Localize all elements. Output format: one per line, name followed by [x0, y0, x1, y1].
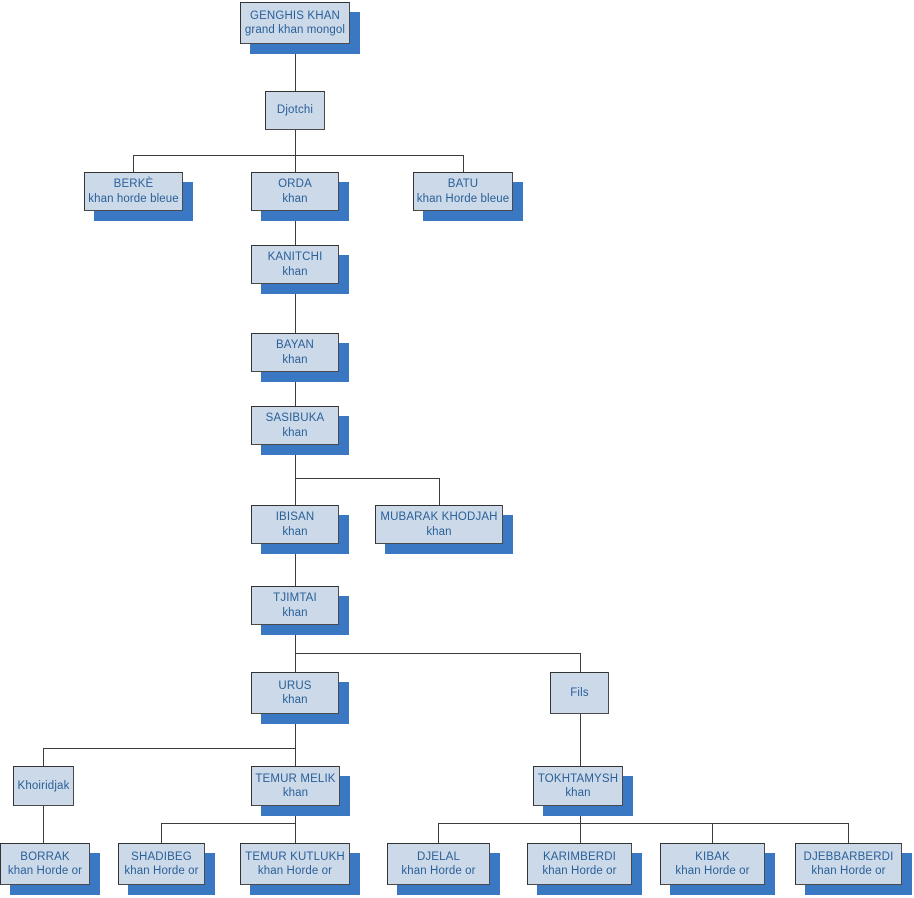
node-subtitle: khan Horde or — [542, 865, 617, 877]
node-genghis-khan[interactable]: GENGHIS KHAN grand khan mongol — [240, 2, 350, 44]
node-title: TOKHTAMYSH — [537, 772, 619, 785]
node-subtitle: khan — [282, 192, 308, 205]
node-title: KANITCHI — [267, 251, 323, 264]
node-subtitle: khan Horde or — [675, 865, 750, 877]
node-tokhtamysh[interactable]: TOKHTAMYSH khan — [533, 766, 623, 806]
node-title: MUBARAK KHODJAH — [380, 511, 498, 524]
node-shadibeg[interactable]: SHADIBEG khan Horde or — [118, 843, 205, 885]
node-title: DJEBBARBERDI — [803, 850, 894, 863]
node-djelal[interactable]: DJELAL khan Horde or — [387, 843, 490, 885]
node-subtitle: khan — [282, 694, 308, 706]
connector-to-temur-melik — [295, 748, 296, 766]
node-subtitle: khan — [426, 525, 452, 538]
node-subtitle: khan Horde or — [257, 865, 333, 877]
connector-tjimtai-children-bar — [295, 653, 580, 654]
node-title: ORDA — [278, 178, 312, 191]
connector-to-ibisan — [295, 478, 296, 505]
node-subtitle: khan horde bleue — [88, 192, 179, 205]
node-temur-melik[interactable]: TEMUR MELIK khan — [251, 766, 340, 806]
node-title: TEMUR KUTLUKH — [245, 850, 345, 863]
connector-sasibuka-down — [295, 445, 296, 478]
connector-urus-down — [295, 714, 296, 748]
node-subtitle: khan Horde bleue — [416, 192, 510, 205]
connector-to-orda — [295, 155, 296, 172]
node-title: DJELAL — [416, 850, 461, 863]
node-title: Djotchi — [276, 104, 314, 117]
node-title: IBISAN — [275, 511, 315, 524]
connector-genghis-to-djotchi — [295, 44, 296, 91]
connector-ibisan-to-tjimtai — [295, 544, 296, 586]
connector-kanitchi-to-bayan — [295, 284, 296, 333]
node-subtitle: khan — [282, 606, 308, 619]
node-temur-kutlukh[interactable]: TEMUR KUTLUKH khan Horde or — [240, 843, 350, 885]
node-title: SHADIBEG — [131, 850, 192, 863]
node-subtitle: khan — [282, 426, 308, 439]
connector-to-batu — [463, 155, 464, 172]
node-urus[interactable]: URUS khan — [251, 672, 339, 714]
node-fils[interactable]: Fils — [550, 672, 609, 714]
connector-tokhtamysh-children-bar — [438, 823, 849, 824]
node-title: TJIMTAI — [273, 592, 317, 605]
node-title: BATU — [447, 178, 479, 191]
node-kibak[interactable]: KIBAK khan Horde or — [660, 843, 765, 885]
node-title: GENGHIS KHAN — [250, 9, 340, 22]
node-djotchi[interactable]: Djotchi — [265, 91, 325, 130]
node-title: BORRAK — [20, 850, 70, 863]
node-subtitle: khan — [282, 353, 308, 366]
node-subtitle: khan — [565, 787, 591, 799]
node-borrak[interactable]: BORRAK khan Horde or — [0, 843, 90, 885]
node-title: Fils — [570, 686, 589, 699]
node-title: BERKÈ — [113, 178, 154, 191]
node-subtitle: khan — [282, 525, 308, 538]
node-subtitle: khan — [282, 265, 308, 278]
connector-urus-children-bar — [43, 748, 295, 749]
node-subtitle: khan Horde or — [811, 865, 886, 877]
node-subtitle: khan Horde or — [7, 865, 83, 877]
connector-sasibuka-children-bar — [295, 478, 439, 479]
connector-bayan-to-sasibuka — [295, 372, 296, 406]
connector-to-khoiridjak — [43, 748, 44, 766]
connector-tjimtai-down — [295, 625, 296, 653]
connector-to-djelal — [438, 823, 439, 843]
node-title: KARIMBERDI — [542, 850, 617, 863]
node-karimberdi[interactable]: KARIMBERDI khan Horde or — [527, 843, 632, 885]
connector-to-fils — [580, 653, 581, 672]
node-title: TEMUR MELIK — [255, 772, 336, 785]
connector-to-karimberdi — [580, 823, 581, 843]
connector-djotchi-children-bar — [133, 155, 464, 156]
node-title: URUS — [278, 679, 312, 692]
node-title: BAYAN — [275, 339, 315, 352]
node-subtitle: khan — [282, 787, 309, 799]
node-khoiridjak[interactable]: Khoiridjak — [13, 766, 74, 806]
node-title: Khoiridjak — [17, 779, 70, 792]
connector-to-kibak — [712, 823, 713, 843]
connector-djotchi-down — [295, 130, 296, 155]
connector-to-djebbarberdi — [848, 823, 849, 843]
node-subtitle: grand khan mongol — [244, 24, 346, 36]
node-subtitle: khan Horde or — [124, 865, 199, 877]
connector-temur-melik-children-bar — [161, 823, 295, 824]
node-subtitle: khan Horde or — [401, 865, 476, 877]
connector-to-berke — [133, 155, 134, 172]
connector-orda-to-kanitchi — [295, 211, 296, 245]
connector-to-mubarak — [439, 478, 440, 505]
connector-fils-to-tokhtamysh — [580, 714, 581, 766]
node-title: KIBAK — [695, 850, 730, 863]
connector-to-shadibeg — [161, 823, 162, 843]
connector-to-temur-kutlukh — [295, 823, 296, 843]
node-title: SASIBUKA — [265, 412, 325, 425]
connector-khoiridjak-to-borrak — [43, 806, 44, 843]
connector-to-urus — [295, 653, 296, 672]
node-djebbarberdi[interactable]: DJEBBARBERDI khan Horde or — [795, 843, 902, 885]
